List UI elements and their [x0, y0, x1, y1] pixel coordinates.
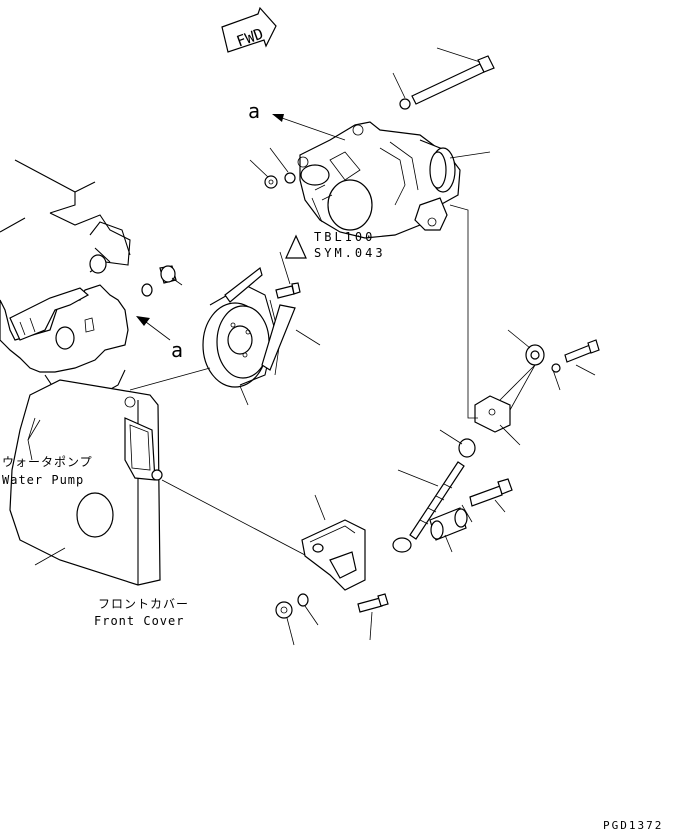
ref-arrow-left: a — [136, 316, 183, 362]
adjust-block — [474, 339, 600, 433]
front-cover-en: Front Cover — [94, 614, 184, 628]
ref-arrow-top: a — [248, 99, 346, 141]
water-pump-en: Water Pump — [2, 473, 84, 487]
note-sym: SYM.043 — [314, 246, 386, 260]
alternator — [297, 121, 461, 239]
ref-a-top: a — [248, 99, 260, 123]
water-pump-jp: ウォータポンプ — [2, 455, 93, 469]
alternator-bolt — [399, 55, 495, 110]
bottom-fasteners — [275, 593, 389, 619]
ref-a-left: a — [171, 338, 183, 362]
leader-lines — [27, 47, 596, 646]
front-cover-jp: フロントカバー — [98, 597, 189, 611]
v-belt — [224, 266, 296, 371]
pulley-bolt — [275, 282, 301, 299]
pulley — [202, 284, 281, 388]
alternator-nut — [264, 172, 296, 189]
drawing-code: PGD1372 — [603, 819, 663, 832]
adjust-rod — [392, 438, 513, 553]
note-tbl: TBL100 — [314, 230, 375, 244]
water-pump — [0, 254, 129, 401]
lower-bracket — [301, 519, 366, 591]
note-triangle: TBL100 SYM.043 — [285, 230, 386, 260]
engine-block — [0, 159, 131, 273]
fwd-arrow: FWD — [221, 6, 277, 53]
pump-small-parts — [141, 265, 177, 297]
front-cover — [9, 379, 163, 586]
